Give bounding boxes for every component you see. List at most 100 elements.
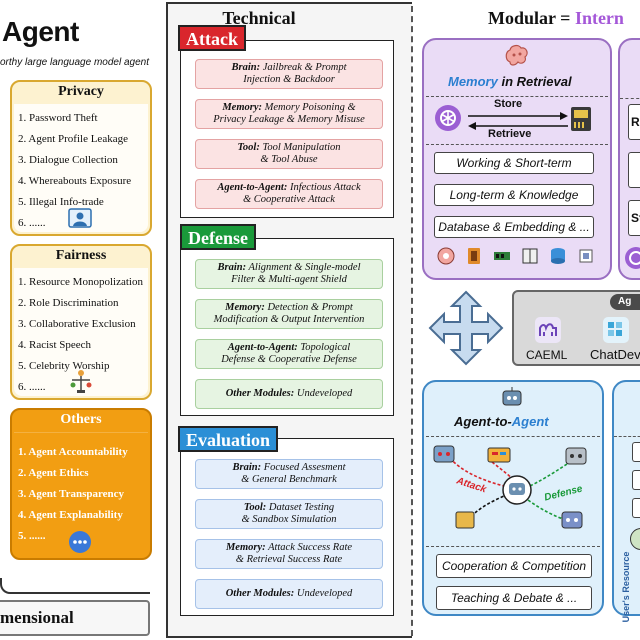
a2a-box-cooperation: Cooperation & Competition — [436, 554, 592, 578]
modular-title: Modular = Intern — [488, 8, 624, 28]
list-item: 2. Agent Ethics — [18, 467, 89, 479]
memory-box-database: Database & Embedding & ... — [434, 216, 594, 238]
attack-tool-item: Tool: Tool Manipulation & Tool Abuse — [195, 139, 383, 169]
agent-to-agent-panel-right: User's Resource — [612, 380, 640, 622]
camel-logo-icon — [535, 317, 561, 343]
list-item: 1. Agent Accountability — [18, 446, 128, 458]
agent-network-diagram — [433, 445, 587, 529]
people-balance-icon — [70, 370, 92, 393]
ram-icon — [494, 252, 510, 260]
fairness-list: 1. Resource Monopolization 2. Role Discr… — [18, 272, 143, 398]
defense-a2a-item: Agent-to-Agent: Topological Defense & Co… — [195, 339, 383, 369]
a2a-box-teaching: Teaching & Debate & ... — [436, 586, 592, 610]
privacy-title: Privacy — [58, 84, 104, 99]
tool-panel: Ag CAEML ChatDev — [512, 290, 640, 366]
openai-logo-icon-2 — [625, 247, 640, 269]
memory-divider-2 — [426, 144, 608, 145]
list-item: 2. Role Discrimination — [18, 297, 119, 309]
fairness-panel: Fairness 1. Resource Monopolization 2. R… — [10, 244, 152, 400]
others-list: 1. Agent Accountability 2. Agent Ethics … — [18, 442, 128, 547]
list-item: 6. ...... — [18, 381, 46, 393]
tool-caeml-label: CAEML — [526, 348, 568, 362]
memory-right-box-3: St — [628, 200, 640, 236]
a2a-divider — [426, 436, 600, 437]
defense-memory-item: Memory: Detection & Prompt Modification … — [195, 299, 383, 329]
technical-title: Technical — [222, 8, 296, 28]
evaluation-section: Brain: Focused Assesment & General Bench… — [180, 438, 394, 616]
eval-other-item: Other Modules: Undeveloped — [195, 579, 383, 609]
users-resource-label: User's Resource — [621, 551, 631, 623]
list-item: 1. Resource Monopolization — [18, 276, 143, 288]
openai-logo-icon — [435, 105, 461, 131]
processor-icon — [579, 249, 593, 263]
list-item: 6. ...... — [18, 217, 46, 229]
memory-icon-row — [436, 246, 596, 268]
dimension-label-box: mensional — [0, 600, 150, 636]
privacy-panel: Privacy 1. Password Theft 2. Agent Profi… — [10, 80, 152, 236]
fairness-title: Fairness — [55, 248, 107, 263]
list-item: 1. Password Theft — [18, 112, 98, 124]
a2a-right-divider — [614, 436, 640, 437]
database-icon — [551, 248, 565, 264]
page-subtitle: orthy large language model agent — [0, 57, 149, 68]
robot-head-icon — [502, 387, 522, 406]
book-icon — [522, 248, 538, 264]
list-item: 3. Collaborative Exclusion — [18, 318, 136, 330]
eval-memory-item: Memory: Attack Success Rate & Retrieval … — [195, 539, 383, 569]
a2a-right-box-1 — [632, 442, 640, 462]
list-item: 5. Illegal Info-trade — [18, 196, 104, 208]
four-way-arrow-icon — [428, 290, 504, 366]
privacy-list: 1. Password Theft 2. Agent Profile Leaka… — [18, 108, 131, 234]
brain-gear-icon — [437, 247, 455, 265]
memory-divider — [426, 96, 608, 97]
tool-chatdev-label: ChatDev — [590, 347, 640, 362]
memory-right-box-1: Re — [628, 104, 640, 140]
a2a-right-box-3 — [632, 498, 640, 518]
eval-tool-item: Tool: Dataset Testing & Sandbox Simulati… — [195, 499, 383, 529]
agent-to-agent-panel: Agent-to-Agent Attack Defense Cooperatio… — [422, 380, 604, 616]
dimension-label: mensional — [0, 608, 74, 627]
more-dots-icon — [69, 531, 91, 553]
list-item: 4. Agent Explanability — [18, 509, 123, 521]
user-badge-icon — [68, 208, 92, 228]
defense-brain-item: Brain: Alignment & Single-model Filter &… — [195, 259, 383, 289]
memory-card-icon — [571, 107, 591, 131]
brain-memory-icon — [505, 44, 528, 66]
list-item: 5. Celebrity Worship — [18, 360, 110, 372]
a2a-divider-2 — [426, 546, 600, 547]
tool-tag: Ag — [610, 294, 640, 310]
list-item: 3. Agent Transparency — [18, 488, 125, 500]
bracket-line — [0, 578, 150, 594]
list-item: 4. Whereabouts Exposure — [18, 175, 132, 187]
a2a-right-circle — [630, 528, 640, 550]
memory-box-longterm: Long-term & Knowledge — [434, 184, 594, 206]
evaluation-label: Evaluation — [178, 426, 279, 452]
defense-label: Defense — [180, 224, 256, 250]
retrieve-arrow — [468, 122, 568, 130]
attack-memory-item: Memory: Memory Poisoning & Privacy Leaka… — [195, 99, 383, 129]
memory-panel-right: Re St — [618, 38, 640, 280]
list-item: 5. ...... — [18, 530, 46, 542]
store-arrow — [468, 112, 568, 120]
eval-brain-item: Brain: Focused Assesment & General Bench… — [195, 459, 383, 489]
list-item: 3. Dialogue Collection — [18, 154, 118, 166]
attack-label: Attack — [178, 25, 246, 51]
others-title: Others — [60, 412, 102, 427]
defense-other-item: Other Modules: Undeveloped — [195, 379, 383, 409]
attack-a2a-item: Agent-to-Agent: Infectious Attack & Coop… — [195, 179, 383, 209]
chatdev-logo-icon — [603, 317, 629, 343]
defense-section: Brain: Alignment & Single-model Filter &… — [180, 238, 394, 416]
a2a-title: Agent-to-Agent — [454, 414, 549, 429]
memory-right-box-2 — [628, 152, 640, 188]
chip-icon — [468, 248, 480, 264]
column-divider — [411, 6, 413, 636]
memory-panel: Memory in Retrieval Store Retrieve Worki… — [422, 38, 612, 280]
others-panel: Others 1. Agent Accountability 2. Agent … — [10, 408, 152, 560]
memory-right-divider — [620, 98, 640, 99]
memory-title: Memory in Retrieval — [448, 74, 572, 89]
page-title: Agent — [2, 16, 79, 47]
list-item: 2. Agent Profile Leakage — [18, 133, 128, 145]
attack-section: Brain: Jailbreak & Prompt Injection & Ba… — [180, 40, 394, 218]
list-item: 4. Racist Speech — [18, 339, 92, 351]
retrieve-label: Retrieve — [488, 128, 532, 140]
